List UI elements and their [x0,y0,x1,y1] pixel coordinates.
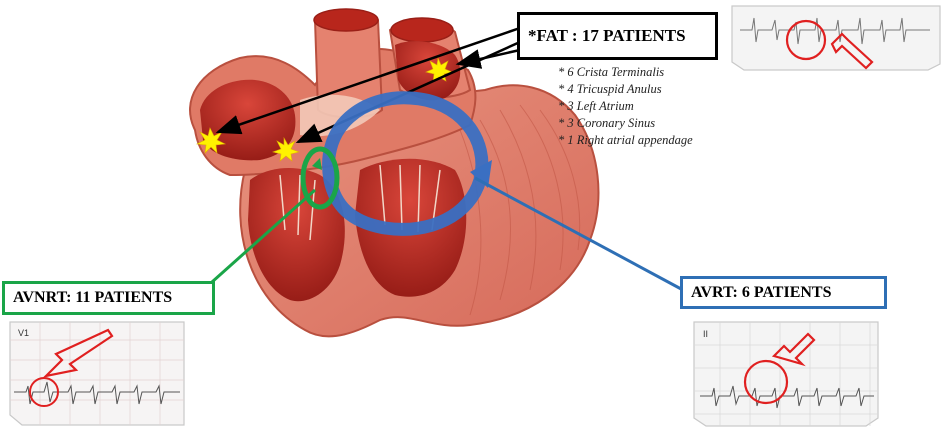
list-item: * 6 Crista Terminalis [558,65,665,79]
list-item: * 3 Coronary Sinus [558,116,656,130]
right-atrium-chamber [200,79,296,161]
red-arrow-icon [771,332,816,367]
fat-location-list: * 6 Crista Terminalis * 4 Tricuspid Anul… [558,64,693,149]
left-atrium-chamber [395,41,461,101]
reentry-circuit-arrow [322,91,492,236]
avnrt-connector [211,188,316,284]
avrt-connector [474,176,684,292]
red-arrow-icon [42,328,114,378]
red-circle-highlight [29,377,59,407]
red-circle-highlight [785,19,827,61]
fat-label: *FAT : 17 PATIENTS [528,26,686,45]
red-circle-highlight [743,359,789,405]
ecg-thumbnail-avrt: II [693,321,879,427]
avnrt-label-box: AVNRT: 11 PATIENTS [2,281,215,315]
yellow-focus-star [271,136,301,162]
avrt-label: AVRT: 6 PATIENTS [691,283,832,301]
red-arrow-icon [830,32,874,70]
fat-label-box: *FAT : 17 PATIENTS [517,12,718,60]
avnrt-label: AVNRT: 11 PATIENTS [13,289,173,306]
avnrt-circuit-ring [300,146,340,210]
yellow-focus-star [195,127,227,154]
ecg-lead-label-avrt: II [703,329,708,339]
ecg-thumbnail-avnrt: V1 [9,321,185,426]
heart-illustration [189,8,600,338]
avrt-label-box: AVRT: 6 PATIENTS [680,276,887,309]
list-item: * 4 Tricuspid Anulus [558,82,662,96]
right-ventricle-chamber [248,168,345,302]
list-item: * 3 Left Atrium [558,99,634,113]
list-item: * 1 Right atrial appendage [558,133,693,147]
yellow-focus-star [425,56,453,83]
ecg-lead-label-avnrt: V1 [18,328,29,338]
ecg-thumbnail-fat [731,5,941,71]
